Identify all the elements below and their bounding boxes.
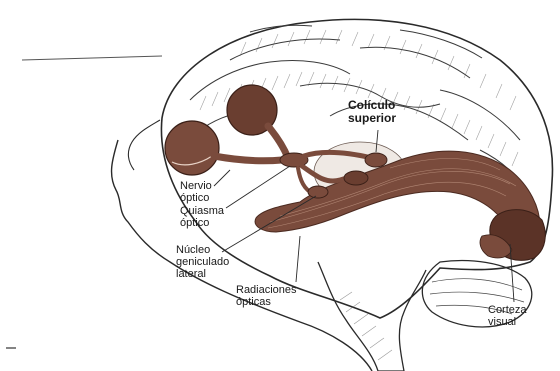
label-optic-radiations-line2: ópticas <box>236 296 297 308</box>
label-optic-radiations-line1: Radiaciones <box>236 284 297 296</box>
label-visual-cortex: Corteza visual <box>488 304 527 328</box>
label-superior-colliculus: Colículo superior <box>348 99 396 125</box>
superior-colliculus <box>365 153 387 167</box>
brainstem-hatching <box>340 292 392 360</box>
optic-nerve-far <box>268 126 288 158</box>
lateral-geniculate-nucleus <box>344 171 368 185</box>
label-optic-radiations: Radiaciones ópticas <box>236 284 297 308</box>
guide-line <box>22 56 162 60</box>
lgn-secondary <box>308 186 328 198</box>
eye-near <box>165 121 219 175</box>
label-lateral-geniculate-line3: lateral <box>176 268 229 280</box>
brainstem <box>318 262 426 371</box>
label-optic-chiasm: Quiasma óptico <box>180 205 224 229</box>
label-lateral-geniculate-line2: geniculado <box>176 256 229 268</box>
label-lateral-geniculate: Núcleo geniculado lateral <box>176 244 229 280</box>
label-visual-cortex-line2: visual <box>488 316 527 328</box>
label-superior-colliculus-line2: superior <box>348 112 396 125</box>
label-optic-chiasm-line2: óptico <box>180 217 224 229</box>
label-lateral-geniculate-line1: Núcleo <box>176 244 229 256</box>
optic-nerve-near <box>214 156 282 161</box>
label-optic-nerve-line1: Nervio <box>180 180 212 192</box>
label-visual-cortex-line1: Corteza <box>488 304 527 316</box>
label-optic-nerve-line2: óptico <box>180 192 212 204</box>
label-optic-chiasm-line1: Quiasma <box>180 205 224 217</box>
face-contour <box>128 120 160 170</box>
label-optic-nerve: Nervio óptico <box>180 180 212 204</box>
